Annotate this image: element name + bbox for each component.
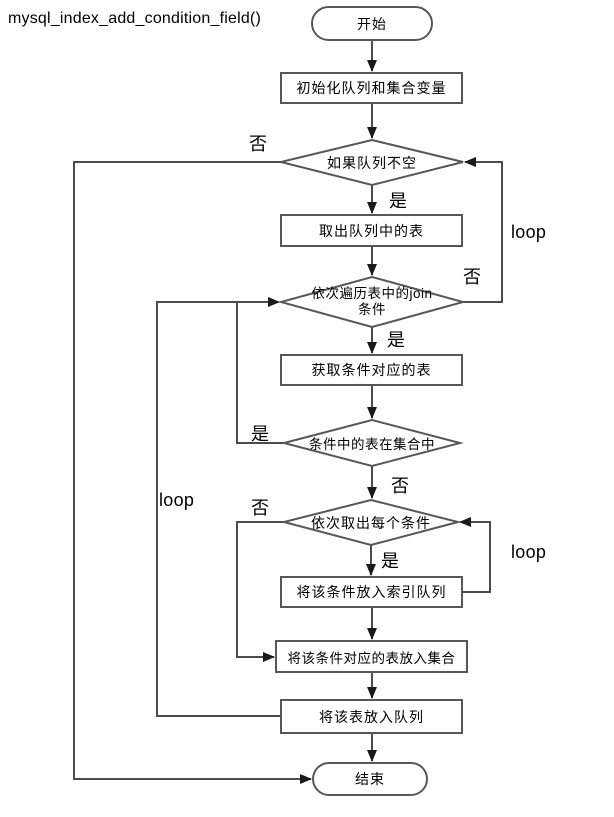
outer-loop-label: loop xyxy=(511,222,547,242)
branch-each-condition-no-label: 否 xyxy=(251,498,269,518)
node-start-label: 开始 xyxy=(357,15,387,32)
branch-table-in-set-no-label: 否 xyxy=(391,476,409,496)
left-loop-label: loop xyxy=(159,490,195,510)
node-iterate-join-label: 依次遍历表中的join 条件 xyxy=(281,277,463,327)
dequeue-process-shape xyxy=(280,214,463,247)
edge-push-condition-loop-to-each-condition xyxy=(459,517,491,593)
check-queue-decision-shape xyxy=(280,138,464,187)
node-iterate-join-line1: 依次遍历表中的join xyxy=(311,286,433,301)
table-in-set-decision-shape xyxy=(280,418,464,468)
node-put-table-set-label: 将该条件对应的表放入集合 xyxy=(287,650,456,666)
node-get-table-label: 获取条件对应的表 xyxy=(311,362,432,378)
put-table-set-process-shape xyxy=(275,640,468,673)
node-iterate-join-line2: 条件 xyxy=(358,302,386,317)
node-push-condition-label: 将该条件放入索引队列 xyxy=(296,584,447,600)
edge-check-queue-no-to-end xyxy=(73,161,312,784)
push-condition-process-shape xyxy=(280,576,463,608)
edge-enqueue-loop-to-iterate-join xyxy=(156,297,281,717)
branch-iterate-join-no-label: 否 xyxy=(463,267,481,287)
get-table-process-shape xyxy=(280,354,463,386)
node-dequeue-label: 取出队列中的表 xyxy=(319,222,424,239)
node-table-in-set-label: 条件中的表在集合中 xyxy=(309,437,435,452)
init-process-shape xyxy=(280,72,463,104)
enqueue-process-shape xyxy=(280,699,463,734)
node-enqueue-label: 将该表放入队列 xyxy=(319,708,424,725)
node-init-label: 初始化队列和集合变量 xyxy=(296,80,447,96)
edge-iterate-join-no-loop-to-check-queue xyxy=(463,157,503,303)
function-title: mysql_index_add_condition_field() xyxy=(8,10,261,27)
iterate-join-decision-shape xyxy=(277,275,467,329)
start-terminator-shape xyxy=(311,6,433,41)
edge-table-in-set-yes-to-iterate-join xyxy=(236,303,284,444)
branch-each-condition-yes-label: 是 xyxy=(381,551,399,571)
inner-loop-label: loop xyxy=(511,542,547,562)
branch-check-queue-no-label: 否 xyxy=(249,134,267,154)
branch-iterate-join-yes-label: 是 xyxy=(387,330,405,350)
node-each-condition-label: 依次取出每个条件 xyxy=(311,514,431,531)
branch-check-queue-yes-label: 是 xyxy=(389,191,407,211)
node-end-label: 结束 xyxy=(355,771,385,787)
branch-table-in-set-yes-label: 是 xyxy=(251,424,269,444)
node-check-queue-label: 如果队列不空 xyxy=(327,154,417,171)
edge-each-condition-no-to-put-table-set xyxy=(236,521,284,662)
end-terminator-shape xyxy=(312,762,428,796)
each-condition-decision-shape xyxy=(280,498,462,547)
